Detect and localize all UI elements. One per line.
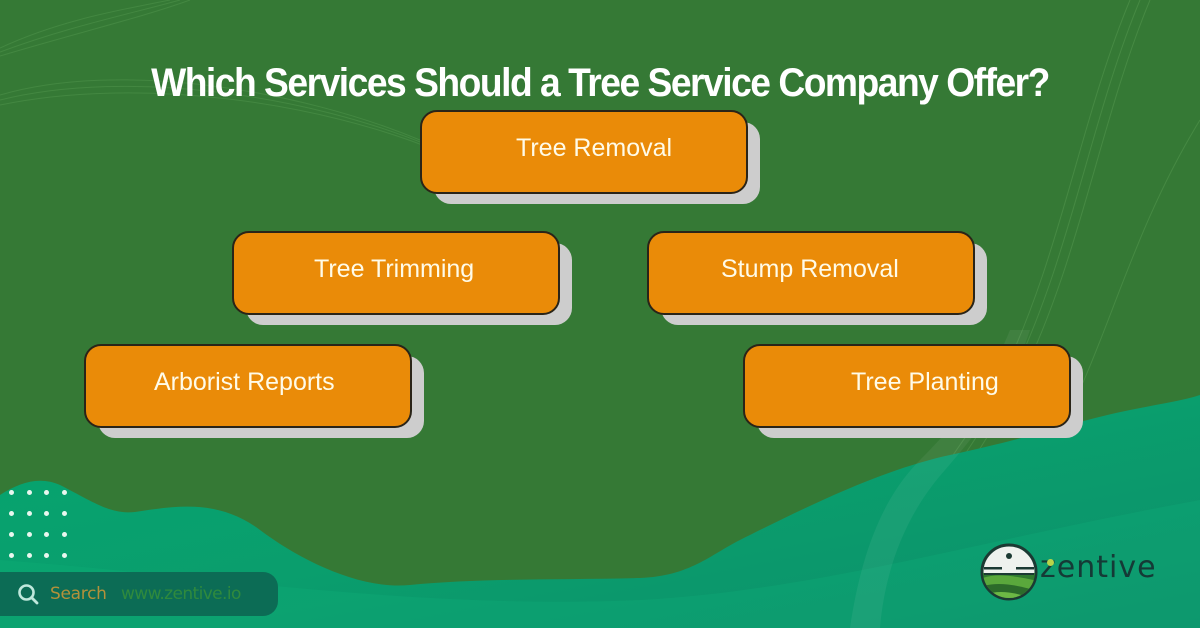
service-card-tree-planting: Tree Planting (743, 344, 1083, 438)
brand-name: zentive (1040, 550, 1157, 585)
service-box: Stump Removal (647, 231, 975, 315)
service-card-tree-removal: Tree Removal (420, 110, 760, 204)
service-box: Arborist Reports (84, 344, 412, 428)
service-label: Arborist Reports (154, 368, 335, 397)
search-label: Search (50, 584, 107, 604)
service-label: Stump Removal (721, 255, 899, 284)
service-box: Tree Planting (743, 344, 1071, 428)
search-bar[interactable]: Search www.zentive.io (0, 572, 278, 616)
search-icon (18, 584, 39, 605)
brand-logo: zentive (980, 541, 1170, 605)
service-card-tree-trimming: Tree Trimming (232, 231, 572, 325)
service-card-stump-removal: Stump Removal (647, 231, 987, 325)
dot-grid-decoration (9, 490, 69, 560)
service-label: Tree Trimming (314, 255, 475, 284)
service-box: Tree Removal (420, 110, 748, 194)
service-box: Tree Trimming (232, 231, 560, 315)
service-card-arborist-reports: Arborist Reports (84, 344, 424, 438)
service-label: Tree Planting (851, 368, 999, 397)
page-title: Which Services Should a Tree Service Com… (151, 60, 1050, 105)
landscape-sun-logo-icon (980, 543, 1038, 601)
service-label: Tree Removal (516, 134, 673, 163)
website-url[interactable]: www.zentive.io (121, 584, 241, 604)
logo-accent-dot (1047, 559, 1054, 566)
